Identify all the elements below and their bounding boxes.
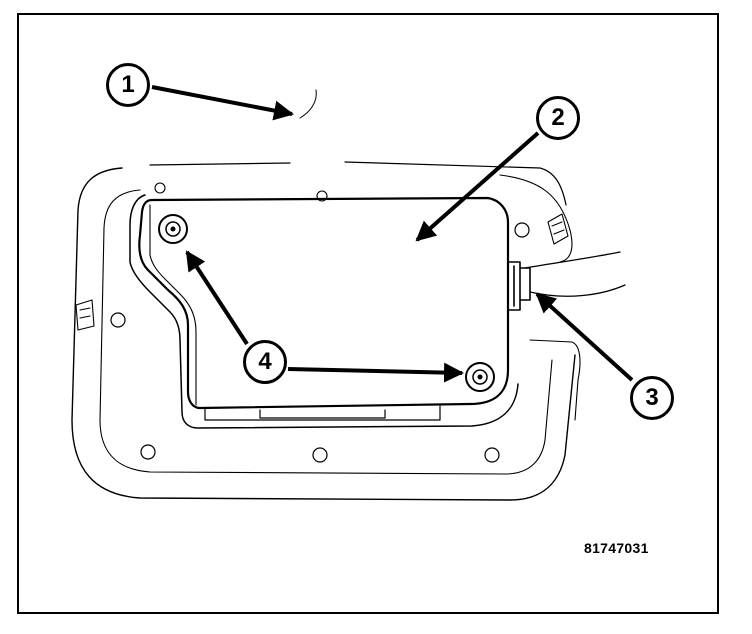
mounting-panel-inner	[99, 189, 553, 475]
panel-hole-1	[110, 312, 126, 328]
bolt-icon	[158, 214, 188, 244]
callout-arrow-4b	[287, 362, 464, 383]
figure-code: 81747031	[584, 540, 649, 556]
wire-upper	[499, 174, 573, 263]
callout-arrow-2	[415, 131, 540, 242]
callout-1: 1	[106, 63, 150, 107]
panel-hole-3	[312, 447, 328, 463]
module-outer-lip	[129, 194, 519, 429]
panel-hole-2	[140, 444, 156, 460]
bolt-icon	[465, 362, 495, 392]
panel-clip-left	[75, 299, 95, 331]
callout-2: 2	[536, 96, 580, 140]
panel-edge-sketch	[299, 89, 317, 119]
callout-arrow-3	[535, 292, 634, 382]
panel-hole-6	[316, 190, 328, 202]
panel-right-edge	[529, 339, 581, 421]
module-body	[138, 196, 510, 410]
callout-arrow-4a	[185, 250, 249, 346]
module-inner-lip	[149, 204, 197, 406]
panel-hole-4	[484, 447, 500, 463]
panel-hole-7	[514, 222, 530, 238]
panel-hole-5	[154, 182, 166, 194]
wire-harness	[524, 251, 626, 297]
diagram-frame	[17, 13, 719, 614]
callout-3: 3	[630, 376, 674, 420]
panel-top-edge	[149, 161, 567, 206]
panel-clip-right	[547, 213, 569, 245]
callout-4: 4	[243, 340, 287, 384]
callout-arrow-1	[151, 85, 294, 121]
module-connector	[507, 261, 531, 311]
module-bottom-rail	[204, 405, 441, 421]
mounting-panel-outline	[71, 167, 576, 501]
